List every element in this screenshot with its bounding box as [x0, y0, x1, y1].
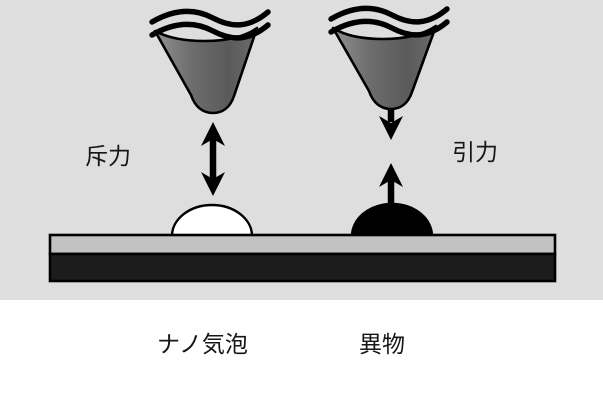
right-arrow-head-down	[379, 116, 403, 140]
right-attraction-arrows	[379, 108, 403, 206]
left-tip-cone	[153, 26, 259, 115]
nanobubble-dome	[170, 203, 254, 238]
right-cantilever-line-upper	[328, 5, 450, 25]
substrate-top-layer	[48, 233, 557, 256]
sample-substrate	[48, 233, 557, 283]
left-cantilever-line-upper	[149, 8, 271, 28]
left-force-label: 斥力	[85, 143, 131, 169]
substrate-bottom-layer	[48, 252, 557, 283]
right-force-label: 引力	[452, 139, 498, 165]
left-afm-probe	[149, 8, 271, 115]
right-tip-cone	[331, 24, 438, 111]
right-caption-label: 異物	[359, 331, 405, 357]
left-arrow-head-up	[201, 122, 225, 146]
left-cantilever-line-lower	[149, 21, 271, 41]
foreign-particle-dome	[350, 202, 434, 238]
left-caption-label: ナノ気泡	[157, 331, 248, 357]
left-arrow-head-down	[201, 172, 225, 196]
right-afm-probe	[328, 5, 450, 111]
left-repulsion-arrow	[201, 122, 225, 196]
page-background-lower	[0, 300, 603, 408]
right-cantilever-line-lower	[328, 18, 450, 38]
right-arrow-head-up	[379, 163, 403, 187]
